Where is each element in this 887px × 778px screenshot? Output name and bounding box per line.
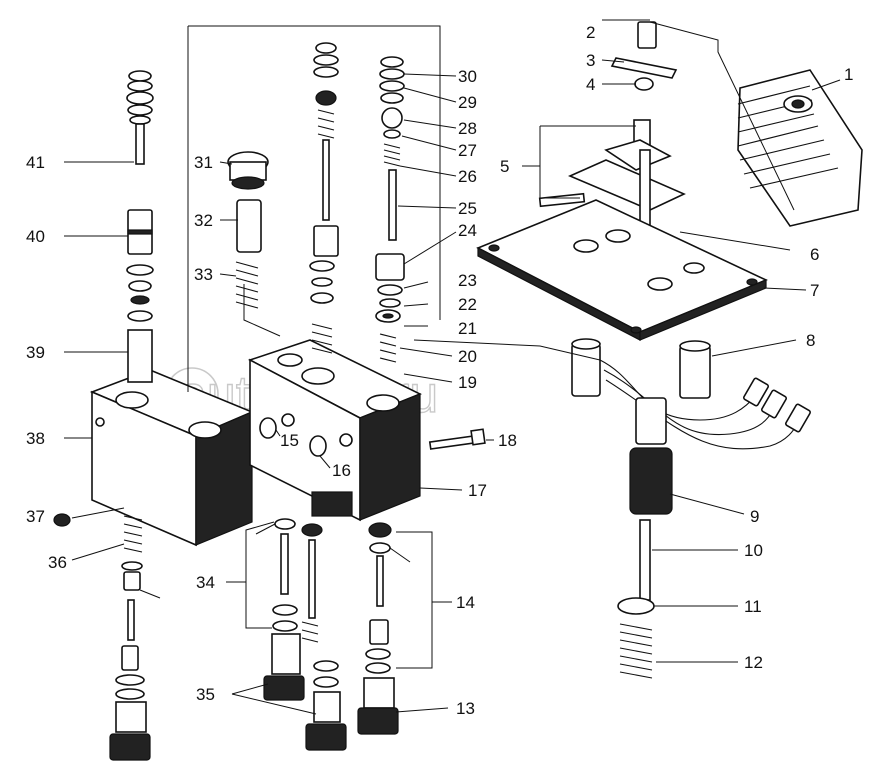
callout-40: 40 — [26, 227, 45, 246]
rod-10 — [639, 519, 651, 601]
callout-3: 3 — [586, 51, 595, 70]
callout-8: 8 — [806, 331, 815, 350]
mounting-plate-7 — [476, 199, 768, 341]
callout-5: 5 — [500, 157, 509, 176]
valve-block-38 — [89, 369, 255, 547]
callout-30: 30 — [458, 67, 477, 86]
gasket-16 — [309, 435, 327, 457]
callout-18: 18 — [498, 431, 517, 450]
callout-6: 6 — [810, 245, 819, 264]
lower-valve-36 — [53, 513, 161, 761]
callout-7: 7 — [810, 281, 819, 300]
rubber-boot-1 — [737, 69, 863, 227]
callout-19: 19 — [458, 373, 477, 392]
lower-valve-34 — [255, 518, 305, 701]
callout-labels: 1 2 3 4 5 6 7 8 9 10 11 12 13 14 15 16 1… — [26, 23, 853, 718]
callout-36: 36 — [48, 553, 67, 572]
callout-17: 17 — [468, 481, 487, 500]
callout-39: 39 — [26, 343, 45, 362]
callout-1: 1 — [844, 65, 853, 84]
callout-38: 38 — [26, 429, 45, 448]
sleeve-9 — [629, 397, 673, 515]
callout-2: 2 — [586, 23, 595, 42]
leader-lines — [64, 19, 841, 715]
callout-14: 14 — [456, 593, 475, 612]
callout-41: 41 — [26, 153, 45, 172]
callout-26: 26 — [458, 167, 477, 186]
callout-34: 34 — [196, 573, 215, 592]
callout-28: 28 — [458, 119, 477, 138]
cap-11 — [617, 597, 655, 615]
callout-13: 13 — [456, 699, 475, 718]
gasket-15 — [259, 417, 277, 439]
callout-27: 27 — [458, 141, 477, 160]
callout-23: 23 — [458, 271, 477, 290]
lower-valve-35 — [301, 523, 347, 751]
callout-15: 15 — [280, 431, 299, 450]
spool-assembly-center — [309, 42, 339, 354]
bolt-18 — [428, 428, 486, 450]
callout-33: 33 — [194, 265, 213, 284]
valve-block-17 — [247, 339, 422, 522]
switch-8-left — [571, 338, 601, 397]
callout-37: 37 — [26, 507, 45, 526]
lower-valve-14 — [357, 522, 411, 735]
spool-assembly-left — [126, 70, 154, 383]
callout-24: 24 — [458, 221, 477, 240]
callout-20: 20 — [458, 347, 477, 366]
callout-32: 32 — [194, 211, 213, 230]
callout-16: 16 — [332, 461, 351, 480]
callout-11: 11 — [744, 597, 762, 616]
callout-4: 4 — [586, 75, 595, 94]
nut-2-plate-3-washer-4 — [610, 21, 678, 91]
callout-12: 12 — [744, 653, 763, 672]
callout-35: 35 — [196, 685, 215, 704]
plunger-assembly-31-33 — [227, 151, 269, 309]
callout-21: 21 — [458, 319, 477, 338]
callout-25: 25 — [458, 199, 477, 218]
switch-8-right — [679, 340, 711, 399]
callout-31: 31 — [194, 153, 213, 172]
lever-assembly-5 — [538, 119, 686, 231]
spring-12 — [619, 623, 653, 679]
callout-10: 10 — [744, 541, 763, 560]
callout-22: 22 — [458, 295, 477, 314]
spool-assembly-19-30 — [375, 56, 405, 363]
callout-9: 9 — [750, 507, 759, 526]
callout-29: 29 — [458, 93, 477, 112]
